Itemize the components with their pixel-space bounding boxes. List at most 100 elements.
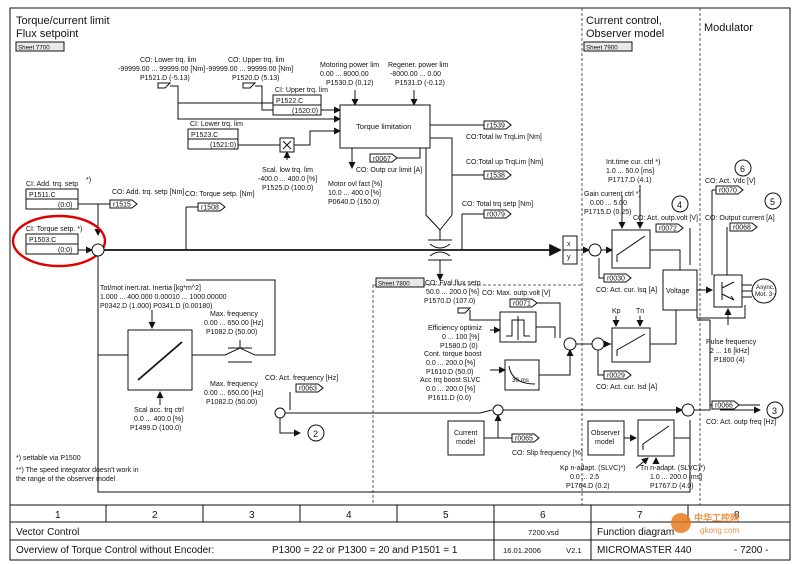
r0068-connector[interactable] [729, 222, 758, 232]
lower-lim-title: CO: Lower trq. lim [140, 57, 197, 64]
note-2: **) The speed integrator doesn't work in [16, 467, 139, 474]
r0070-connector[interactable] [715, 185, 744, 195]
gain-param: P1715.D (0.25) [584, 209, 631, 216]
observer-line2: model [595, 439, 615, 446]
r1538-desc: CO:Total up TrqLim [Nm] [466, 159, 543, 166]
acc-range: 0.0 ... 200.0 [%] [426, 386, 475, 393]
footer-title2: Overview of Torque Control without Encod… [16, 545, 214, 556]
upper-lim-title: CO: Upper trq. lim [228, 57, 285, 64]
co-outp-volt-label: CO: Act. outp.volt [V] [633, 215, 698, 222]
total-trq-desc: CO: Total trq setp [Nm] [462, 201, 533, 208]
int-range: 1.0 ... 50.0 [ms] [606, 168, 654, 175]
section-title-torque: Torque/current limit [16, 15, 110, 27]
r0067-desc: CO: Outp cur limit [A] [356, 167, 422, 174]
column-number: 2 [152, 510, 158, 521]
tn-n-param: P1767.D (4.0) [650, 483, 694, 490]
section-title-flux: Flux setpoint [16, 28, 78, 40]
footer-product: MICROMASTER 440 [597, 545, 692, 556]
r0071-label: r0071 [513, 301, 531, 308]
maxf1-param: P1082.D (50.00) [206, 329, 257, 336]
marker-6-circle [734, 159, 752, 177]
inertia-line2: 1.000 ... 400.000 0.00010 ... 1000.00000 [100, 294, 227, 301]
sheet-label-main: Sheet 7700 [18, 45, 50, 52]
acc-param: P1611.D (0.0) [428, 395, 471, 402]
upper-lim-param: P1520.D (5.13) [232, 75, 279, 82]
r0065-label: r0065 [515, 436, 533, 443]
eff-range: 0 ... 100 [%] [442, 334, 479, 341]
int-param: P1717.D (4.1) [608, 177, 652, 184]
watermark-line2: gkong.com [700, 526, 739, 535]
inverter-block [713, 274, 743, 308]
r1515-label: r1515 [113, 202, 131, 209]
r0079-connector[interactable] [483, 209, 512, 219]
co-outp-freq-label: CO: Act. outp freq [Hz] [706, 419, 776, 426]
co-add-label: CO: Add. trq. setp [Nm] [112, 189, 184, 196]
r0071-connector[interactable] [509, 298, 538, 308]
r0066-connector[interactable] [711, 400, 740, 410]
note-1: *) settable via P1500 [16, 455, 81, 462]
highlight-circle [11, 214, 107, 268]
r1539-desc: CO:Total lw TrqLim [Nm] [466, 134, 542, 141]
marker-2-circle [307, 424, 325, 442]
tn-n-range: 1.0 ... 200.0 [ms] [650, 474, 702, 481]
r0067-connector[interactable] [369, 153, 398, 163]
column-number: 4 [346, 510, 352, 521]
inertia-line1: Tot/mot inert.rat. Inertia [kg*m^2] [100, 285, 201, 292]
upper-lim-range: -99999.00 ... 99999.00 [Nm] [206, 66, 293, 73]
p1523-val: (1521:0) [210, 142, 236, 149]
summing-junction-freq [681, 403, 695, 417]
sheet-tag-current [583, 41, 633, 52]
torque-limitation-block [339, 104, 431, 149]
r1508-label: r1508 [201, 205, 219, 212]
kp-n-range: 0.0 ... 2.5 [570, 474, 599, 481]
column-number: 6 [540, 510, 546, 521]
r1538-connector[interactable] [483, 170, 512, 180]
scal-acc-title: Scal acc. trq ctrl [134, 407, 184, 414]
r1515-connector[interactable] [109, 199, 138, 209]
maxf2-param: P1082.D (50.00) [206, 399, 257, 406]
summing-junction-2 [274, 407, 286, 419]
sheet-tag-flux [375, 277, 425, 288]
gain-range: 0.00 ... 5.00 [590, 200, 627, 207]
async-motor [751, 278, 777, 304]
footer-title1: Vector Control [16, 527, 79, 538]
marker-2: 2 [313, 429, 318, 439]
star-note: *) [86, 177, 91, 184]
marker-6: 6 [740, 164, 745, 174]
r0029-label: r0029 [607, 373, 625, 380]
section-title-current: Current control, [586, 15, 662, 27]
r0068-label: r0068 [733, 225, 751, 232]
current-model-block [447, 420, 485, 456]
summing-junction-isd [591, 337, 605, 351]
r0065-connector[interactable] [511, 433, 540, 443]
r0030-connector[interactable] [603, 273, 632, 283]
ci-torque-label: CI: Torque setp. *) [26, 226, 82, 233]
maxf1-range: 0.00 ... 650.00 [Hz] [204, 320, 263, 327]
marker-3: 3 [772, 406, 777, 416]
kp-n-param: P1764.D (0.2) [566, 483, 610, 490]
summing-junction-1 [91, 243, 105, 257]
eff-param: P1580.D (0) [440, 343, 478, 350]
r1539-connector[interactable] [483, 120, 512, 130]
cont-title: Cont. torque boost [424, 351, 482, 358]
r0029-connector[interactable] [603, 370, 632, 380]
r1508-connector[interactable] [197, 202, 226, 212]
regen-param: P1531.D (-0.12) [395, 80, 445, 87]
r0067-label: r0067 [373, 156, 391, 163]
r0072-label: r0072 [659, 226, 677, 233]
marker-4: 4 [677, 200, 682, 210]
p1503-val: (0:0) [58, 247, 72, 254]
r0063-connector[interactable] [295, 383, 324, 393]
maxf1-title: Max. frequency [210, 311, 258, 318]
ci-add-label: CI: Add. trq. setp [26, 181, 78, 188]
watermark-line1: 中华工控网 [694, 512, 739, 523]
p1503-label: P1503.C [29, 237, 56, 244]
fval-range: 50.0 ... 200.0 [%] [426, 289, 479, 296]
summing-junction-flux [563, 337, 577, 351]
sheet-label-current: Sheet 7900 [586, 45, 618, 52]
summing-junction-isq [588, 243, 602, 257]
kp-n-title: Kp n-adapt. (SLVC)*) [560, 465, 626, 472]
motor-ovl-title: Motor ovl fact [%] [328, 181, 382, 188]
r0072-connector[interactable] [655, 223, 684, 233]
